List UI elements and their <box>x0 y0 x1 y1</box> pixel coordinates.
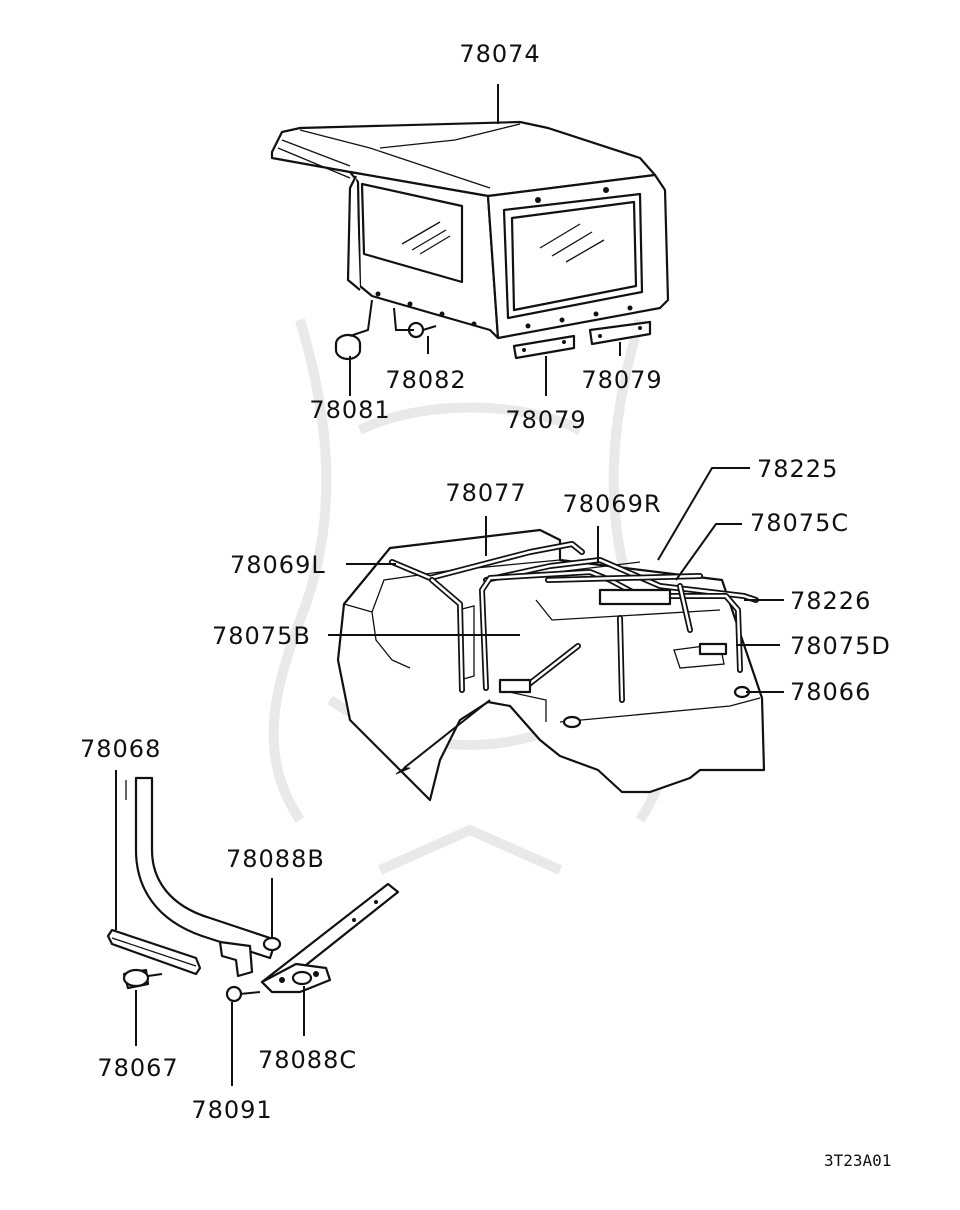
label-78082: 78082 <box>385 366 466 394</box>
label-78069L: 78069L <box>230 551 326 579</box>
label-78081: 78081 <box>309 396 390 424</box>
label-78079-right: 78079 <box>581 366 662 394</box>
label-78075B: 78075B <box>212 622 311 650</box>
seal-strip-78079-right <box>588 320 652 346</box>
hardtop-78074 <box>270 120 670 340</box>
leader-lines <box>115 84 784 1086</box>
label-78091: 78091 <box>191 1096 272 1124</box>
label-78075C: 78075C <box>750 509 849 537</box>
label-78069R: 78069R <box>562 490 661 518</box>
label-78066: 78066 <box>790 678 871 706</box>
seal-strip-78079-left <box>512 334 576 360</box>
label-78074: 78074 <box>459 40 540 68</box>
label-78077: 78077 <box>445 479 526 507</box>
label-78068: 78068 <box>80 735 161 763</box>
cap-78081 <box>334 333 362 361</box>
label-78088C: 78088C <box>258 1046 357 1074</box>
label-78067: 78067 <box>97 1054 178 1082</box>
roll-bar-frame <box>389 541 759 703</box>
label-78088B: 78088B <box>226 845 325 873</box>
label-78226: 78226 <box>790 587 871 615</box>
part-labels: 78074 78081 78082 78079 78079 78225 7807… <box>80 40 891 1170</box>
bracket-assembly <box>106 776 400 1003</box>
diagram-code: 3T23A01 <box>824 1151 891 1170</box>
label-78075D: 78075D <box>790 632 891 660</box>
label-78079-left: 78079 <box>505 406 586 434</box>
label-78225: 78225 <box>757 455 838 483</box>
